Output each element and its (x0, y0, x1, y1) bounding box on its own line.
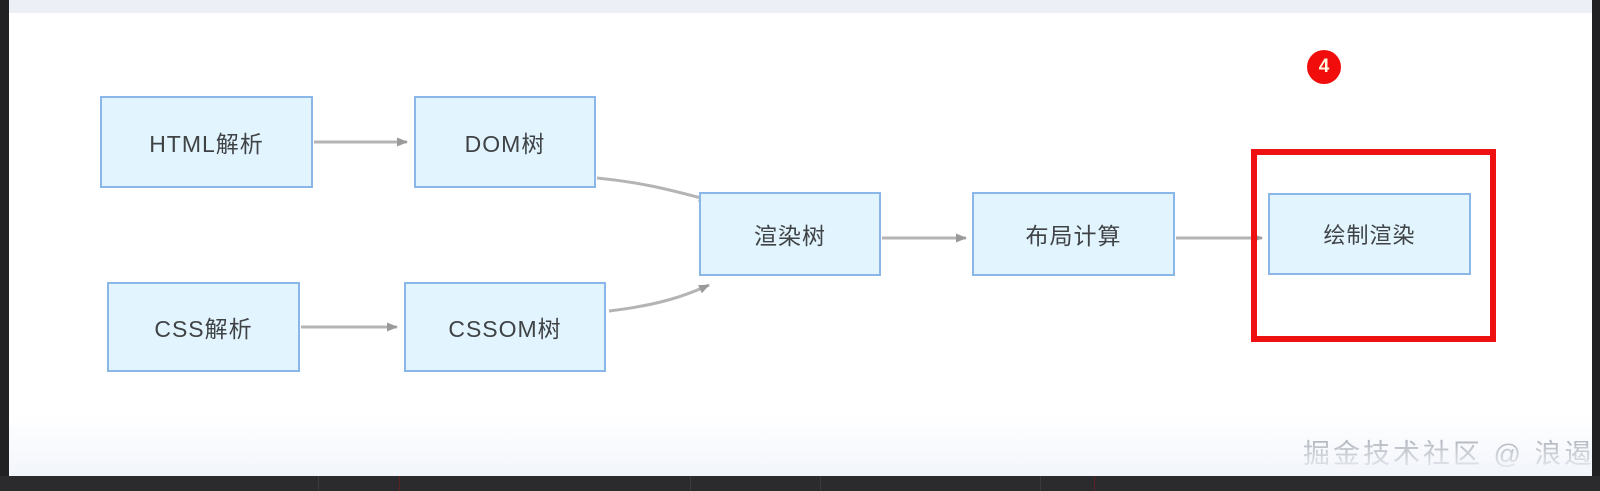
node-label-css-parse: CSS解析 (154, 316, 253, 342)
node-html-parse[interactable]: HTML解析 (100, 96, 313, 188)
bottom-bar-separator (399, 476, 400, 491)
edge-cssom-tree-to-render-tree (608, 283, 710, 313)
node-label-paint: 绘制渲染 (1323, 223, 1416, 248)
node-label-render-tree: 渲染树 (754, 223, 826, 249)
diagram-canvas: HTML解析 DOM树 CSS解析 CSSOM树 渲染树 布局计算 绘制渲染 4… (9, 13, 1592, 476)
node-render-tree[interactable]: 渲染树 (699, 192, 881, 276)
bottom-bar-separator (318, 476, 319, 491)
node-label-html-parse: HTML解析 (149, 131, 264, 157)
edge-dom-tree-to-render-tree (596, 176, 710, 202)
node-label-dom-tree: DOM树 (464, 131, 546, 157)
window-top-strip (9, 0, 1592, 13)
step-badge-4: 4 (1307, 50, 1341, 84)
bottom-bar (0, 476, 1600, 491)
bottom-bar-separator (820, 476, 821, 491)
node-layout[interactable]: 布局计算 (972, 192, 1175, 276)
bottom-bar-separator (1040, 476, 1041, 491)
node-css-parse[interactable]: CSS解析 (107, 282, 300, 372)
node-paint[interactable]: 绘制渲染 (1268, 193, 1471, 275)
node-label-layout: 布局计算 (1025, 223, 1122, 249)
bottom-bar-separator (1094, 476, 1095, 491)
window-right-edge (1592, 0, 1600, 476)
watermark-text: 掘金技术社区 @ 浪遏 (1303, 439, 1595, 469)
red-highlight-rect (1251, 149, 1496, 342)
node-dom-tree[interactable]: DOM树 (414, 96, 596, 188)
node-cssom-tree[interactable]: CSSOM树 (404, 282, 606, 372)
node-label-cssom-tree: CSSOM树 (448, 316, 562, 342)
bottom-bar-separator (690, 476, 691, 491)
window-left-edge (0, 0, 9, 476)
step-badge-text: 4 (1318, 56, 1330, 77)
